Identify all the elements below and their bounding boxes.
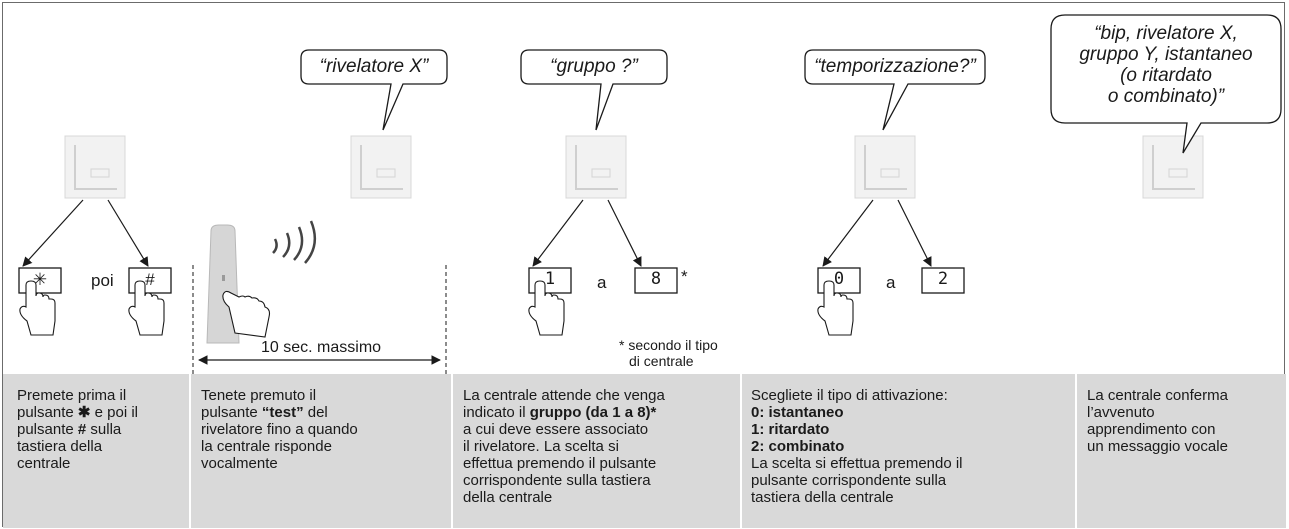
bubble-text-rivelatore: “rivelatore X” bbox=[319, 56, 429, 77]
step-3-text: La centrale attende che venga indicato i… bbox=[463, 387, 665, 506]
control-panel-icon bbox=[565, 135, 627, 199]
step-1-text: Premete prima il pulsante ✱ e poi il pul… bbox=[17, 387, 138, 472]
hand-press-icon bbox=[817, 280, 854, 336]
bubble-text-gruppo: “gruppo ?” bbox=[550, 56, 638, 77]
control-panel-icon bbox=[1142, 135, 1204, 199]
arrow bbox=[897, 199, 932, 267]
bubble-text-conferma: “bip, rivelatore X, gruppo Y, istantaneo… bbox=[1079, 23, 1253, 107]
key-star-label: ✳ bbox=[32, 270, 48, 289]
bubble-text-temporizzazione: “temporizzazione?” bbox=[814, 56, 976, 77]
speech-bubble bbox=[520, 49, 668, 131]
arrow bbox=[607, 199, 642, 267]
hand-press-icon bbox=[528, 280, 565, 336]
key-asterisk-label: * bbox=[681, 267, 688, 286]
footnote-line1: * secondo il tipo bbox=[619, 337, 718, 353]
footnote-line2: di centrale bbox=[629, 353, 694, 369]
control-panel-icon bbox=[64, 135, 126, 199]
illustration-svg bbox=[18, 14, 1282, 375]
arrow bbox=[822, 199, 874, 267]
speech-bubble bbox=[1050, 14, 1282, 154]
control-panel-icon bbox=[350, 135, 412, 199]
timer-label: 10 sec. massimo bbox=[261, 339, 382, 356]
key-hash-label: # bbox=[145, 270, 155, 289]
arrow bbox=[107, 199, 149, 267]
speech-bubble bbox=[804, 49, 986, 131]
column-divider bbox=[451, 374, 453, 528]
arrow bbox=[22, 199, 84, 267]
key-8 bbox=[634, 267, 678, 294]
control-panel-icon bbox=[854, 135, 916, 199]
arrow bbox=[532, 199, 584, 267]
key-a-label: a bbox=[886, 273, 896, 292]
key-a-label: a bbox=[597, 273, 607, 292]
column-divider bbox=[1075, 374, 1077, 528]
hand-press-icon bbox=[222, 290, 271, 338]
step-2-text: Tenete premuto il pulsante “test” del ri… bbox=[201, 387, 358, 472]
key-2-label: 2 bbox=[937, 269, 949, 289]
instructions-panel: Premete prima il pulsante ✱ e poi il pul… bbox=[3, 374, 1286, 528]
speech-bubble bbox=[300, 49, 448, 131]
column-divider bbox=[740, 374, 742, 528]
radio-waves-icon bbox=[272, 220, 317, 264]
hand-press-icon bbox=[128, 280, 165, 336]
illustration-area: “rivelatore X” “gruppo ?” “temporizzazio… bbox=[3, 3, 1286, 375]
key-2 bbox=[921, 267, 965, 294]
key-1-label: 1 bbox=[544, 269, 556, 289]
column-divider bbox=[189, 374, 191, 528]
hand-press-icon bbox=[19, 280, 56, 336]
key-poi-label: poi bbox=[91, 271, 114, 290]
key-0-label: 0 bbox=[833, 269, 845, 289]
step-4-text: Scegliete il tipo di attivazione: 0: ist… bbox=[751, 387, 963, 506]
key-8-label: 8 bbox=[650, 269, 662, 289]
step-5-text: La centrale conferma l’avvenuto apprendi… bbox=[1087, 387, 1228, 455]
